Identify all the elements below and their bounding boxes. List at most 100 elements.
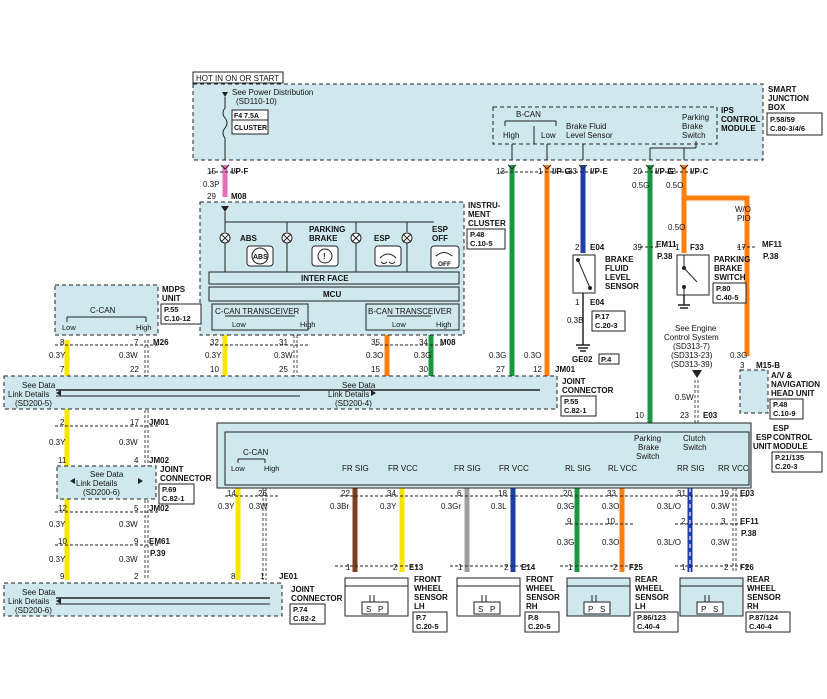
jc1-sd200-4: (SD200-4) (335, 399, 372, 408)
svg-text:0.3G: 0.3G (489, 351, 506, 360)
cluster-feed-arrow-icon (221, 206, 229, 212)
jc2-ref-1: P.69 (162, 485, 176, 494)
svg-text:11: 11 (58, 456, 67, 465)
jc3-ref-box (289, 603, 326, 625)
ips-high: High (503, 131, 519, 140)
svg-text:3: 3 (721, 517, 726, 526)
jc1-see-data-3: See Data (342, 381, 376, 390)
svg-text:0.3G: 0.3G (414, 351, 431, 360)
av-ref-box (769, 398, 804, 420)
esp-car-icon (379, 253, 397, 264)
jc1-ref-box (560, 395, 597, 417)
front-wheel-sensor-lh (344, 577, 409, 617)
fl-ref-1: P.7 (416, 613, 426, 622)
fr-title-3: SENSOR (526, 593, 560, 602)
rr-title-1: REAR (747, 575, 770, 584)
svg-text:35: 35 (371, 338, 380, 347)
svg-text:I/P-G: I/P-G (655, 167, 674, 176)
esp-ccan-low: Low (231, 464, 245, 473)
jc1-ref-1: P.55 (564, 397, 578, 406)
svg-text:1: 1 (260, 572, 265, 581)
svg-text:0.3O: 0.3O (366, 351, 383, 360)
parking-symbol-icon (317, 248, 333, 264)
svg-text:0.3Y: 0.3Y (205, 351, 222, 360)
ps-wo-2: PIO (737, 214, 751, 223)
cluster-ccan-low: Low (232, 320, 246, 329)
esp-rl-sig: RL SIG (565, 464, 591, 473)
esp-rl-vcc: RL VCC (608, 464, 637, 473)
jc1-sd200-5: (SD200-5) (15, 399, 52, 408)
abs-symbol-text: ABS (253, 254, 268, 261)
fuse-icon (222, 107, 228, 160)
svg-text:22: 22 (130, 365, 139, 374)
svg-text:2: 2 (613, 563, 618, 572)
ccan-transceiver-block (211, 303, 309, 331)
svg-text:10: 10 (635, 411, 644, 420)
svg-text:14: 14 (227, 489, 236, 498)
parking-label-1: PARKING (309, 225, 345, 234)
parking-lamp-icon (281, 232, 293, 244)
sjb-title-2: JUNCTION (768, 94, 809, 103)
svg-text:20: 20 (563, 489, 572, 498)
svg-text:2: 2 (724, 563, 729, 572)
mdps-unit-box (54, 284, 159, 336)
ps-title-3: SWITCH (714, 273, 746, 282)
svg-text:0.3B: 0.3B (567, 316, 583, 325)
svg-text:23: 23 (680, 411, 689, 420)
esp-module-ref-1: P.21/135 (775, 453, 804, 462)
svg-text:25: 25 (279, 365, 288, 374)
rl-title-3: SENSOR (635, 593, 669, 602)
rr-p: P (701, 605, 706, 614)
mdps-ref-2: C.10-12 (164, 314, 191, 323)
svg-text:0.3G: 0.3G (557, 502, 574, 511)
svg-text:17: 17 (130, 418, 139, 427)
ground-icon (576, 344, 590, 352)
fr-conn: E14 (521, 563, 536, 572)
mcu-block (208, 286, 460, 302)
jc1-right-arrow-icon (371, 390, 376, 396)
abs-label: ABS (240, 234, 258, 243)
svg-text:0.3L/O: 0.3L/O (657, 502, 681, 511)
rr-title-3: SENSOR (747, 593, 781, 602)
svg-text:33: 33 (568, 167, 577, 176)
svg-text:0.5G: 0.5G (632, 181, 649, 190)
esp-module-title-2: CONTROL (773, 433, 813, 442)
mdps-title-1: MDPS (162, 285, 186, 294)
rl-title-1: REAR (635, 575, 658, 584)
av-title-2: NAVIGATION (771, 380, 820, 389)
svg-text:0.3W: 0.3W (711, 502, 730, 511)
svg-text:15: 15 (207, 167, 216, 176)
svg-text:0.3G: 0.3G (730, 351, 747, 360)
rl-conn: F25 (629, 563, 643, 572)
svg-text:1: 1 (458, 563, 463, 572)
joint-connector-3-bar (3, 582, 283, 617)
abs-symbol-icon (251, 247, 269, 265)
svg-text:22: 22 (667, 167, 676, 176)
jc1-see-data-4: Link Details (328, 390, 369, 399)
svg-text:0.5O: 0.5O (666, 181, 683, 190)
ips-parking-1: Parking (682, 113, 709, 122)
jc2-ref-box (158, 483, 195, 505)
svg-text:4: 4 (134, 456, 139, 465)
bfs-ground-ref: P.4 (601, 355, 612, 364)
svg-text:12: 12 (58, 504, 67, 513)
svg-text:JM02: JM02 (149, 456, 170, 465)
ips-title-1: IPS (721, 106, 735, 115)
esp-unit-label-1: ESP (756, 433, 773, 442)
rr-ref-2: C.40-4 (749, 622, 772, 631)
ps-wo-1: W/O (735, 205, 751, 214)
esp-rr-sig: RR SIG (677, 464, 705, 473)
fr-title-2: WHEEL (526, 584, 555, 593)
svg-text:JM01: JM01 (149, 418, 170, 427)
rear-wheel-sensor-lh (566, 577, 631, 617)
esp-clutch-1: Clutch (683, 434, 706, 443)
svg-text:2: 2 (134, 572, 139, 581)
fl-title-4: LH (414, 602, 425, 611)
sjb-title-3: BOX (768, 103, 786, 112)
ips-bcan: B-CAN (516, 110, 541, 119)
svg-text:0.3O: 0.3O (602, 502, 619, 511)
fr-p: P (490, 605, 495, 614)
esp-off-symbol-text: OFF (438, 261, 451, 268)
fl-ref-2: C.20-5 (416, 622, 439, 631)
cluster-ref-2: C.10-5 (470, 239, 493, 248)
